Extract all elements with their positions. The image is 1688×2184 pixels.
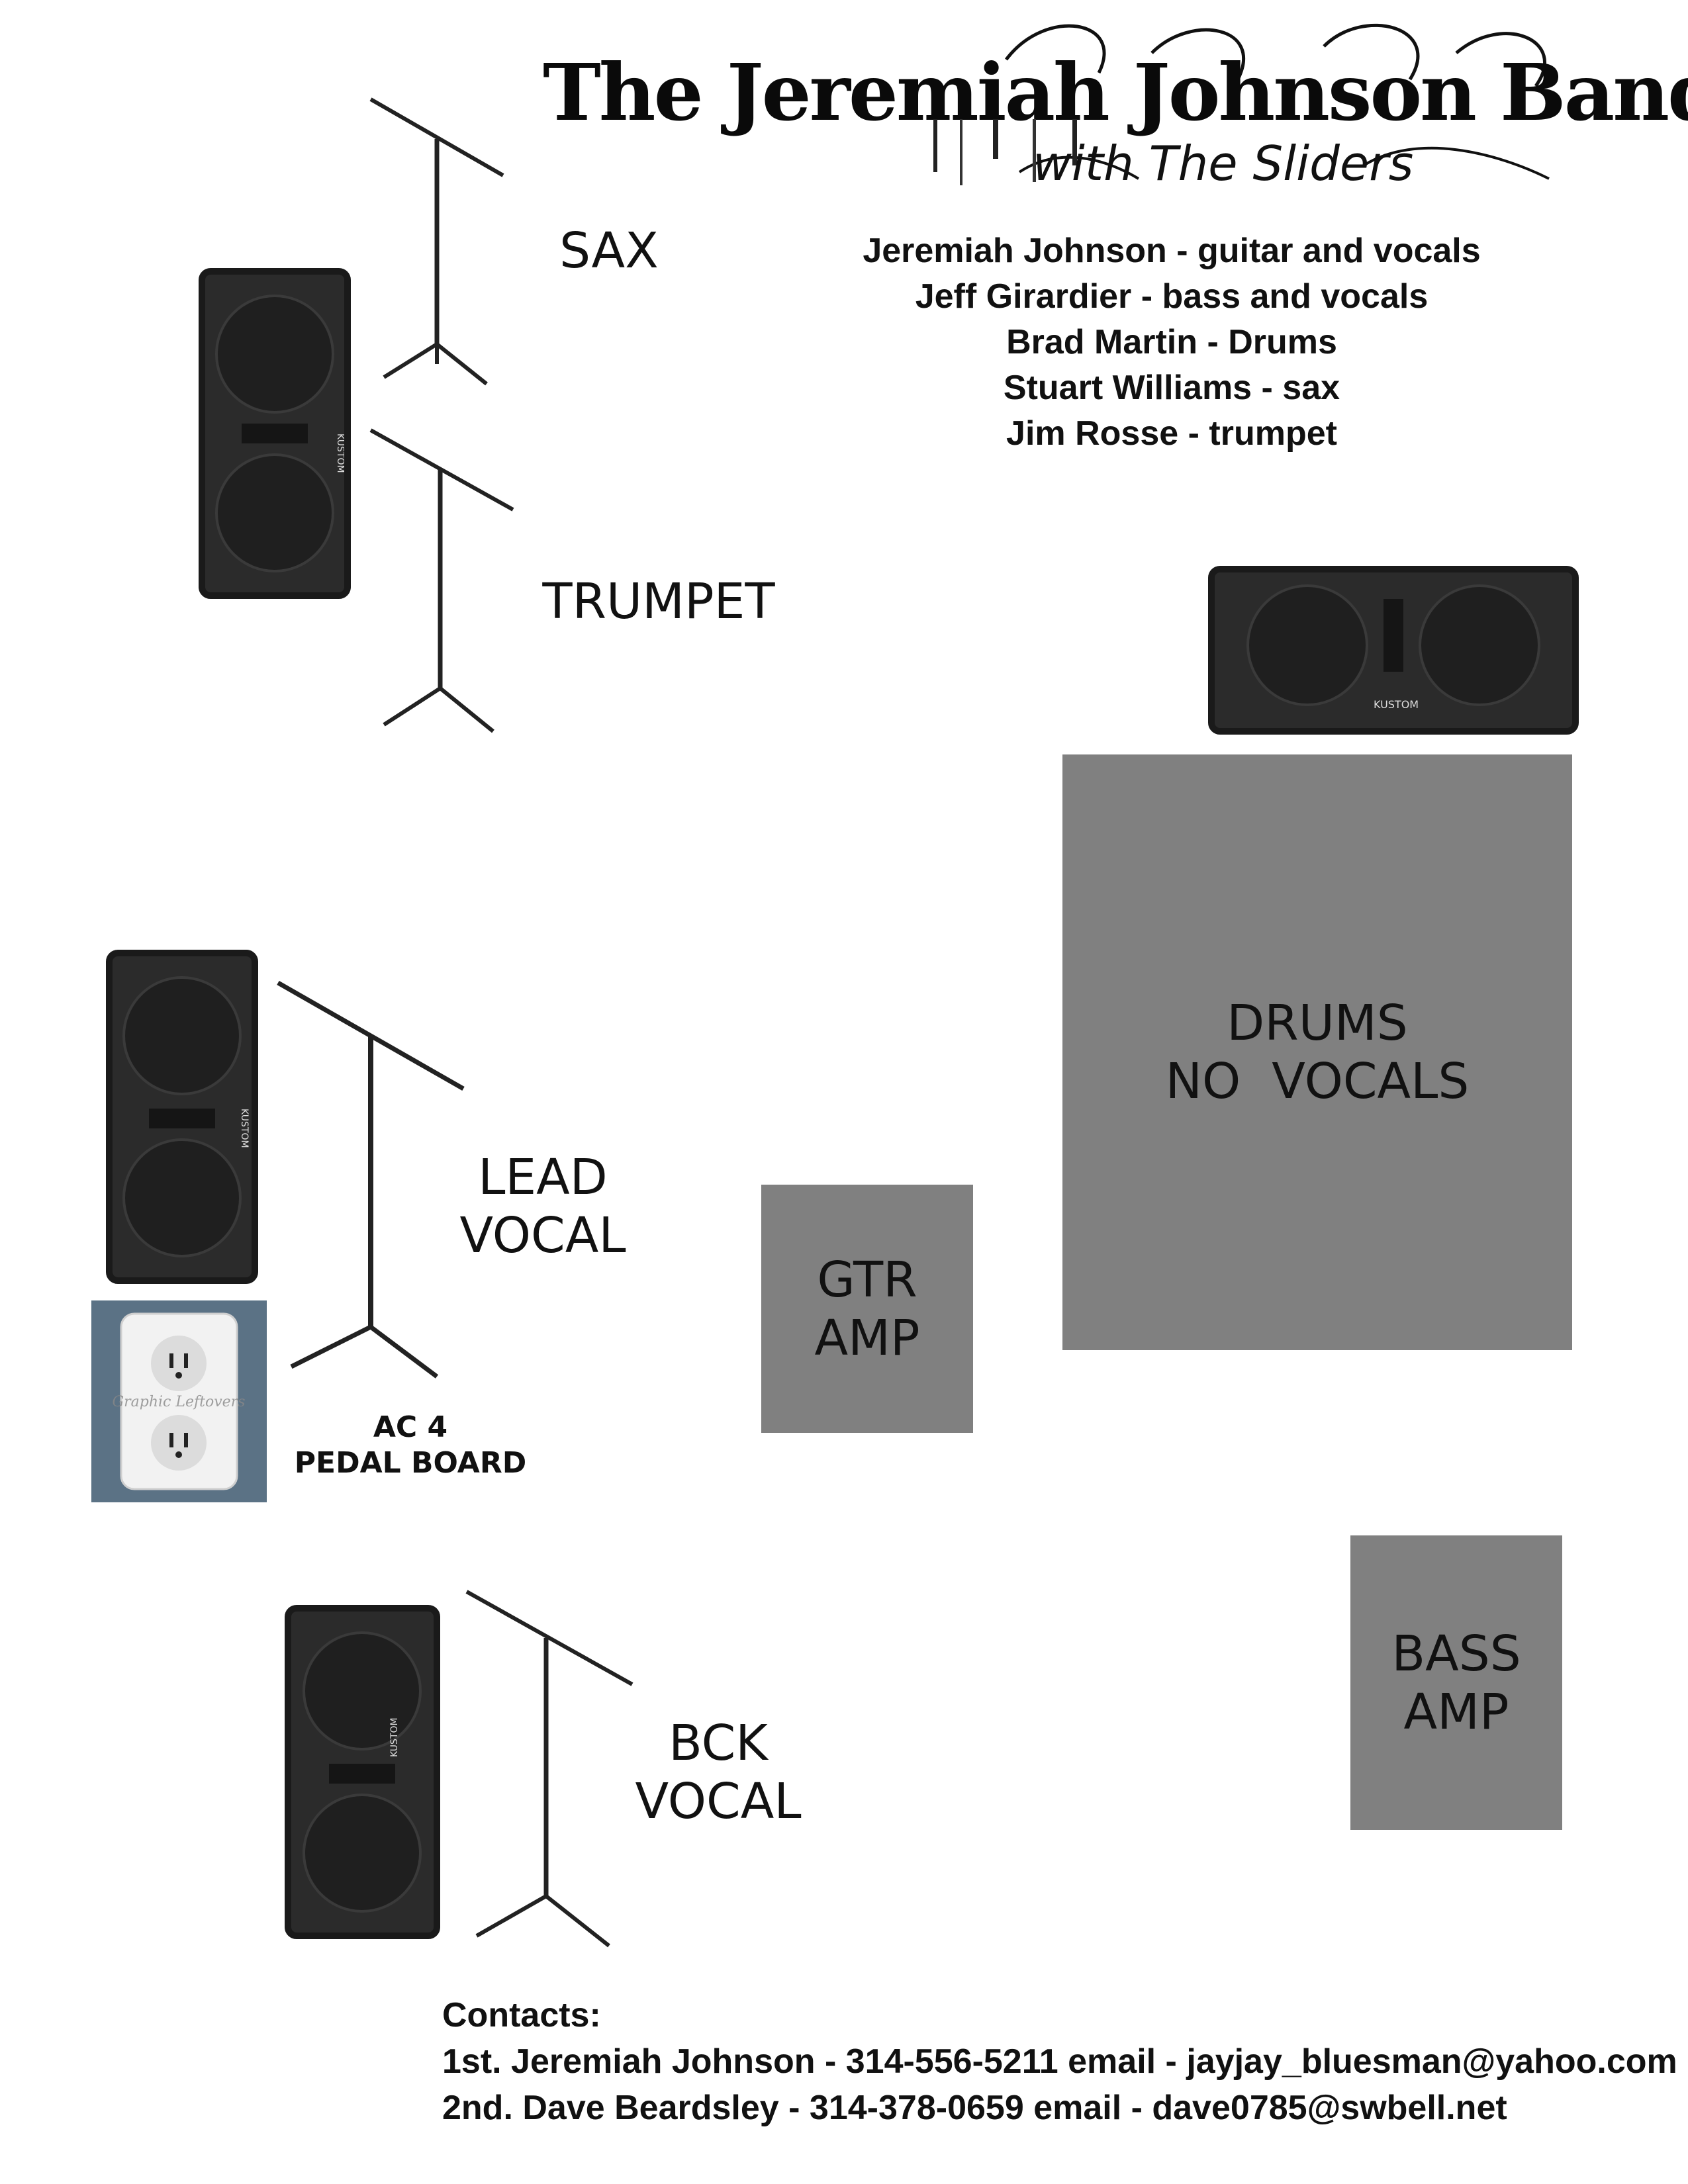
pedal-board-label: AC 4 PEDAL BOARD [291,1410,530,1481]
outlet-watermark: Graphic Leftovers [113,1394,246,1410]
member-item: Jim Rosse - trumpet [1006,414,1337,453]
drums-note: NO VOCALS [1165,1053,1470,1110]
member-item: Stuart Williams - sax [1003,369,1340,407]
band-members-list: Jeremiah Johnson - guitar and vocals Jef… [761,228,1582,457]
lead-vocal-label: LEAD VOCAL [444,1148,642,1265]
pedal-line: AC 4 [373,1410,448,1444]
gtr-amp-line: AMP [814,1309,920,1367]
speaker-brand-label: KUSTOM [389,1717,400,1757]
outlet-socket-icon [151,1336,207,1391]
mic-stand-icon [369,97,504,386]
power-outlet-image: Graphic Leftovers [91,1300,267,1502]
outlet-socket-icon [151,1415,207,1471]
contacts-block: Contacts: 1st. Jeremiah Johnson - 314-55… [442,1992,1677,2131]
contact-line: 1st. Jeremiah Johnson - 314-556-5211 ema… [442,2042,1677,2081]
speaker-brand-label: KUSTOM [335,433,344,473]
bck-vocal-label: BCK VOCAL [616,1714,821,1831]
mic-stand-icon [369,428,514,733]
member-item: Jeff Girardier - bass and vocals [915,277,1429,316]
guitar-amp-area: GTR AMP [761,1185,973,1433]
band-subtitle: with The Sliders [1033,136,1414,191]
contacts-heading: Contacts: [442,1996,601,2034]
mic-stand-icon [465,1590,633,1948]
monitor-speaker-lead: KUSTOM [106,950,258,1284]
grunge-drip-decoration [933,119,1077,185]
speaker-brand-label: KUSTOM [239,1109,250,1148]
speaker-grille-icon: KUSTOM [215,295,346,572]
bck-vocal-line: VOCAL [635,1773,802,1830]
speaker-grille-icon: KUSTOM [303,1631,422,1913]
gtr-amp-line: GTR [817,1251,917,1308]
bass-amp-line: BASS [1391,1625,1521,1682]
drums-label: DRUMS [1227,995,1408,1052]
sax-label: SAX [559,222,659,279]
member-item: Jeremiah Johnson - guitar and vocals [863,232,1481,270]
speaker-brand-label: KUSTOM [1374,698,1419,711]
pedal-line: PEDAL BOARD [294,1446,527,1480]
drum-monitor-speaker: KUSTOM [1208,566,1579,735]
lead-vocal-line: VOCAL [459,1207,626,1264]
lead-vocal-line: LEAD [478,1149,608,1206]
speaker-grille-icon: KUSTOM [1246,584,1540,711]
trumpet-label: TRUMPET [542,573,775,630]
speaker-grille-icon: KUSTOM [122,976,250,1257]
monitor-speaker-backing: KUSTOM [285,1605,440,1939]
band-title: The Jeremiah Johnson Band [543,46,1688,138]
bass-amp-line: AMP [1403,1683,1509,1741]
drums-area: DRUMS NO VOCALS [1062,754,1572,1350]
monitor-speaker-sax: KUSTOM [199,268,351,599]
mic-stand-icon [277,980,465,1379]
member-item: Brad Martin - Drums [1006,323,1337,361]
contact-line: 2nd. Dave Beardsley - 314-378-0659 email… [442,2089,1507,2127]
bass-amp-area: BASS AMP [1350,1535,1562,1830]
bck-vocal-line: BCK [669,1715,768,1772]
